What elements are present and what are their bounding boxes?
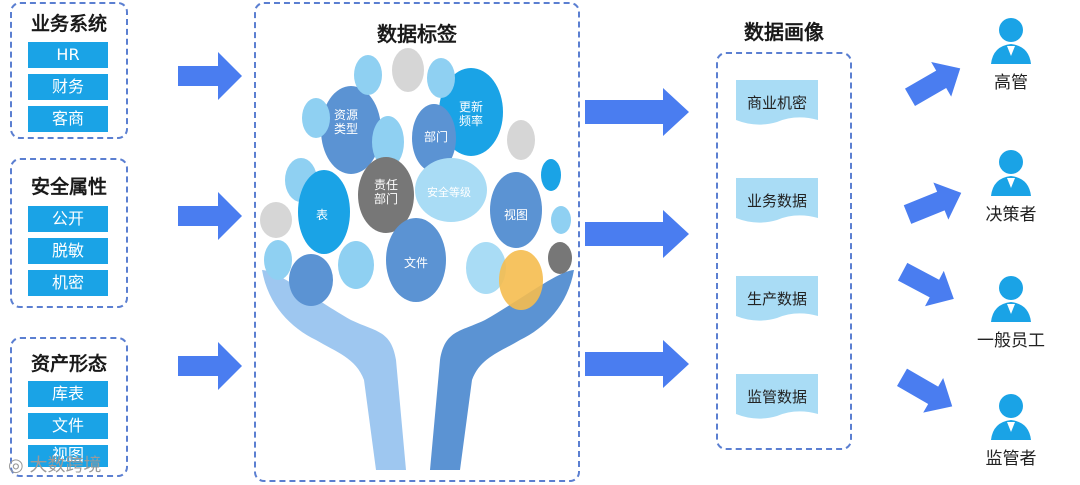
chip-file: 文件 bbox=[28, 413, 108, 439]
role-executive: 高管 bbox=[966, 16, 1056, 93]
leaf-label-view: 视图 bbox=[503, 208, 528, 222]
tree-illustration bbox=[260, 48, 574, 470]
role-regulator: 监管者 bbox=[966, 392, 1056, 469]
role-employee: 一般员工 bbox=[966, 274, 1056, 351]
profile-item-commercial-secret: 商业机密 bbox=[736, 80, 818, 126]
data-tags-panel: 数据标签 bbox=[254, 2, 580, 482]
arrows-left bbox=[178, 52, 242, 390]
arrow-right-icon bbox=[178, 342, 242, 390]
arrow-down-right-icon bbox=[897, 368, 953, 413]
arrows-middle bbox=[585, 88, 689, 388]
profile-item-label: 生产数据 bbox=[746, 290, 807, 308]
arrow-up-right-icon bbox=[903, 182, 962, 224]
arrow-up-right-icon bbox=[905, 62, 961, 106]
leaf-label-security-level: 安全等级 bbox=[427, 186, 471, 199]
person-icon bbox=[991, 394, 1031, 440]
person-icon bbox=[991, 150, 1031, 196]
business-system-title: 业务系统 bbox=[30, 13, 107, 35]
chip-finance: 财务 bbox=[28, 74, 108, 100]
chip-confidential: 机密 bbox=[28, 270, 108, 296]
person-icon bbox=[991, 276, 1031, 322]
arrow-right-icon bbox=[585, 340, 689, 388]
asset-form-group: 资产形态 库表 文件 视图 bbox=[10, 337, 128, 477]
chip-merchant: 客商 bbox=[28, 106, 108, 132]
data-profile-title: 数据画像 bbox=[744, 20, 824, 44]
leaf-label-update-freq: 更新 频率 bbox=[458, 100, 483, 128]
profile-item-business-data: 业务数据 bbox=[736, 178, 818, 224]
profile-item-label: 业务数据 bbox=[746, 192, 807, 210]
chip-desensitized: 脱敏 bbox=[28, 238, 108, 264]
data-tags-title: 数据标签 bbox=[377, 22, 457, 46]
leaf-label-resource-type: 资源 类型 bbox=[333, 108, 358, 136]
watermark: ◎ 大数跨境 bbox=[8, 451, 101, 477]
security-attr-title: 安全属性 bbox=[30, 176, 107, 198]
business-system-group: 业务系统 HR 财务 客商 bbox=[10, 2, 128, 139]
watermark-logo-icon: ◎ bbox=[8, 455, 24, 476]
arrow-right-icon bbox=[178, 192, 242, 240]
role-label: 高管 bbox=[994, 73, 1028, 93]
profile-item-label: 监管数据 bbox=[746, 388, 807, 406]
chip-public: 公开 bbox=[28, 206, 108, 232]
chip-table: 库表 bbox=[28, 381, 108, 407]
watermark-text: 大数跨境 bbox=[29, 455, 102, 476]
leaf-label-owner-dept: 责任 部门 bbox=[373, 178, 398, 206]
left-hand bbox=[262, 270, 406, 470]
leaf-label-department: 部门 bbox=[423, 130, 448, 144]
role-label: 监管者 bbox=[985, 449, 1037, 469]
arrow-right-icon bbox=[178, 52, 242, 100]
asset-form-title: 资产形态 bbox=[30, 353, 107, 375]
role-label: 一般员工 bbox=[977, 331, 1045, 351]
person-icon bbox=[991, 18, 1031, 64]
chip-hr: HR bbox=[28, 42, 108, 68]
right-hand bbox=[430, 270, 574, 470]
arrow-right-icon bbox=[585, 210, 689, 258]
profile-item-regulatory-data: 监管数据 bbox=[736, 374, 818, 420]
chip-view: 视图 bbox=[28, 445, 108, 467]
arrow-right-icon bbox=[585, 88, 689, 136]
profile-item-production-data: 生产数据 bbox=[736, 276, 818, 322]
arrow-down-right-icon bbox=[897, 262, 954, 307]
role-label: 决策者 bbox=[985, 205, 1037, 225]
role-decision-maker: 决策者 bbox=[966, 148, 1056, 225]
leaf-label-table: 表 bbox=[315, 208, 328, 222]
data-profile-panel: 商业机密 业务数据 生产数据 监管数据 bbox=[716, 52, 852, 450]
profile-item-label: 商业机密 bbox=[746, 94, 807, 112]
leaf-label-file: 文件 bbox=[403, 256, 428, 270]
arrows-right bbox=[897, 62, 962, 413]
security-attr-group: 安全属性 公开 脱敏 机密 bbox=[10, 158, 128, 308]
